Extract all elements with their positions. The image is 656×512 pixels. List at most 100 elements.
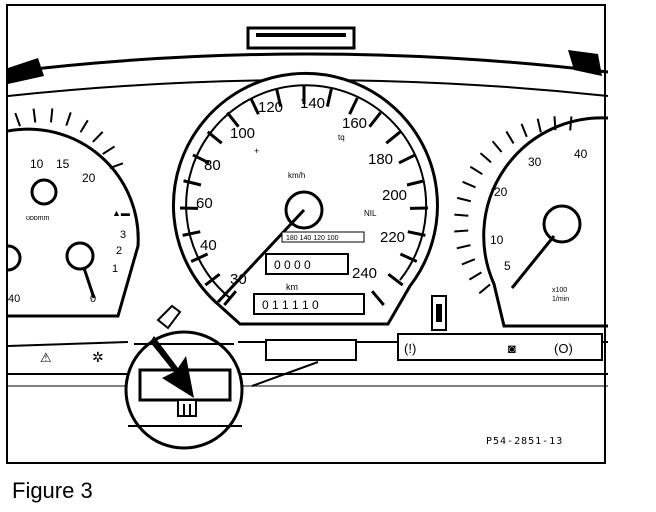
- left-gauge-tick: [49, 108, 54, 123]
- speedometer-tick: [223, 290, 238, 306]
- reset-button-housing: [265, 339, 357, 361]
- left-gauge-zero-mark: 0: [90, 293, 96, 305]
- indicator-icon-2: ✲: [92, 349, 104, 365]
- speedometer-tick: [206, 130, 223, 145]
- warning-lamp-panel: [397, 333, 603, 361]
- defroster-vent: [246, 26, 356, 50]
- speedometer-tick: [406, 179, 425, 187]
- speedo-dot: +: [254, 146, 259, 156]
- tachometer-tick: [569, 116, 573, 131]
- odometer-unit-label: km: [286, 282, 298, 292]
- speedometer-tick: [275, 88, 283, 107]
- magnifier-callout: [124, 304, 244, 450]
- tachometer-tick: [456, 244, 471, 250]
- tachometer-tick: [456, 196, 472, 203]
- speedometer-tick: [249, 97, 260, 115]
- speedometer-tick: [204, 273, 221, 287]
- tachometer-tick: [505, 130, 515, 144]
- dashboard-left-bracket: [8, 58, 44, 84]
- speedometer-tick-label: 100: [230, 125, 255, 142]
- tachometer-tick: [454, 213, 469, 217]
- speedo-small-scale: 180 140 120 100: [286, 235, 339, 242]
- speedometer-tick-label: 240: [352, 265, 377, 282]
- left-gauge-tick-label: 10: [30, 157, 44, 171]
- tachometer-tick: [469, 165, 483, 176]
- trip-odometer: [265, 253, 349, 275]
- left-gauge-low-mark: 40: [8, 293, 20, 305]
- dashboard-top-edge: [8, 52, 608, 74]
- left-gauge-tick-label: 15: [56, 157, 70, 171]
- tachometer-tick-label: 5: [504, 259, 511, 273]
- lamp-icon-2: ◙: [508, 341, 516, 356]
- main-odometer-digits: 0 1 1 1 1 0: [262, 298, 319, 312]
- indicator-icon-1: ⚠: [40, 350, 52, 365]
- left-gauge-label: ʊᴅᴅmm: [26, 215, 50, 222]
- left-gauge-lower-label: 1: [112, 263, 118, 275]
- tachometer-tick: [553, 116, 557, 131]
- tachometer-tick-label: 20: [494, 185, 508, 199]
- brake-lamp-icon: (!): [404, 341, 416, 356]
- left-gauge-tick: [109, 162, 124, 169]
- speedometer-tick-label: 220: [380, 229, 405, 246]
- reference-code: P54-2851-13: [486, 436, 564, 447]
- left-gauge-lower-label: 3: [120, 229, 126, 241]
- speedometer-tick: [226, 111, 240, 128]
- trip-odometer-digits: 0 0 0 0: [274, 258, 311, 272]
- speedometer-tick-label: 120: [258, 99, 283, 116]
- tachometer-tick: [461, 258, 476, 266]
- left-gauge-hub: [30, 178, 58, 206]
- tachometer-tick: [479, 152, 492, 164]
- left-gauge-lower-label: 2: [116, 245, 122, 257]
- tachometer-tick: [454, 229, 469, 233]
- speedometer-tick-label: 60: [196, 195, 213, 212]
- finger-pointer-icon: [156, 304, 182, 330]
- push-arrow-icon: [150, 336, 194, 398]
- left-gauge-tick: [14, 112, 21, 127]
- speedometer-tick-label: 160: [342, 115, 367, 132]
- speedometer-tick: [183, 179, 202, 187]
- mph-side-label: NIL: [364, 209, 377, 218]
- speedometer-tick-label: 80: [204, 157, 221, 174]
- left-gauge-tick: [65, 112, 72, 126]
- speedometer-tick: [368, 111, 382, 128]
- speedo-mark: tq: [338, 133, 345, 142]
- speedometer-tick-label: 40: [200, 237, 217, 254]
- speedometer-tick: [407, 230, 426, 237]
- tachometer-tick-label: 10: [490, 233, 504, 247]
- tachometer: 510 20 30 40 x100 1/min: [454, 116, 608, 328]
- left-gauge-tick: [32, 108, 37, 123]
- speedometer-tick: [348, 97, 359, 115]
- tachometer-hub: [542, 204, 582, 244]
- speedometer-tick-label: 140: [300, 95, 325, 112]
- speedometer-tick: [190, 252, 209, 263]
- speedometer-tick: [182, 230, 201, 237]
- tachometer-tick: [491, 140, 503, 153]
- dashboard-right-bracket: [568, 50, 602, 76]
- speedometer-tick: [399, 252, 418, 263]
- speedometer-tick: [325, 88, 333, 107]
- main-odometer: [253, 293, 365, 315]
- tachometer-needle: [510, 235, 556, 289]
- tacho-unit-line2: 1/min: [552, 296, 569, 303]
- left-gauge-tick: [79, 119, 89, 133]
- tachometer-tick: [462, 180, 476, 189]
- speedometer-tick: [192, 153, 210, 165]
- reset-knob: [177, 399, 197, 417]
- speedometer-tick-label: 200: [382, 187, 407, 204]
- speedometer-needle: [216, 208, 306, 304]
- tachometer-tick: [520, 123, 528, 138]
- speedometer: 30406080100120140160180200220240 km/h NI…: [171, 71, 439, 326]
- tachometer-tick-label: 30: [528, 155, 542, 169]
- tachometer-tick-label: 40: [574, 147, 588, 161]
- left-gauge-tick: [92, 131, 104, 143]
- speedometer-tick: [370, 290, 385, 306]
- speed-unit-label: km/h: [288, 171, 305, 180]
- oil-icon: ▲▬: [112, 208, 130, 218]
- speedometer-tick: [385, 130, 402, 145]
- speedometer-tick: [398, 153, 416, 165]
- lamp-icon-3: (O): [554, 341, 573, 356]
- tacho-unit-line1: x100: [552, 287, 567, 294]
